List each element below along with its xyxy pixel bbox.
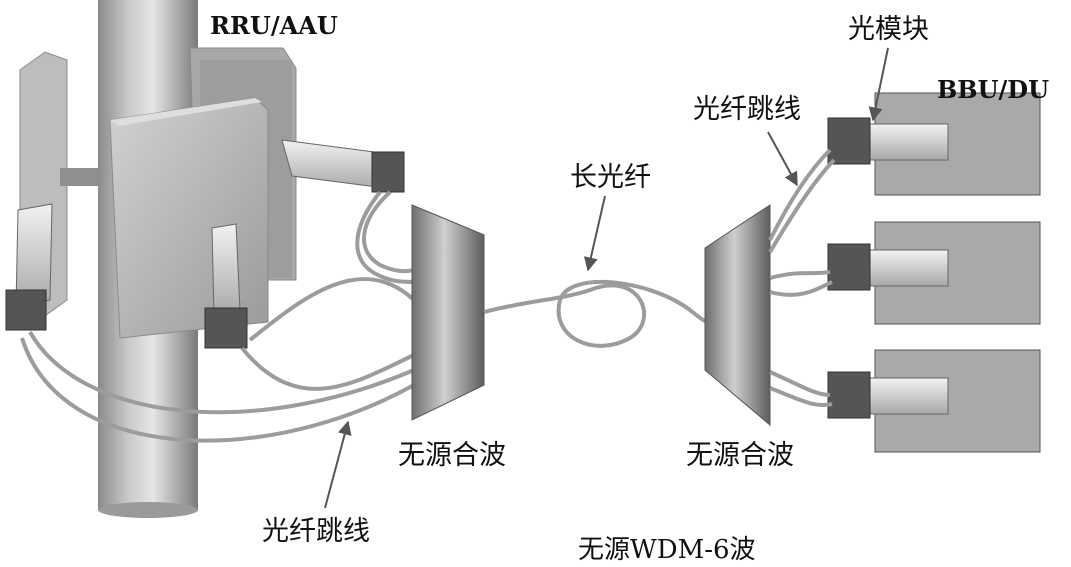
optical-module-rru-top [281, 139, 405, 193]
antenna-panel-front [109, 97, 269, 339]
optical-module-bbu-2 [827, 243, 949, 291]
label-optical-module: 光模块 [848, 14, 929, 45]
arrow-patch-cord-right [767, 131, 798, 187]
optical-module-rru-middle [204, 223, 248, 349]
label-long-fiber: 长光纤 [570, 162, 651, 193]
arrow-optical-module [868, 47, 889, 122]
label-mux-left: 无源合波 [398, 440, 506, 471]
diagram-caption: 无源WDM-6波 [578, 535, 756, 565]
arrow-long-fiber [583, 195, 606, 272]
optical-module-bbu-1 [827, 117, 949, 165]
passive-mux-left [411, 204, 485, 421]
label-mux-right: 无源合波 [686, 440, 794, 471]
patch-cords-right [768, 148, 836, 407]
passive-mux-right [704, 204, 771, 427]
long-fiber [483, 279, 709, 348]
label-patch-cord-right: 光纤跳线 [693, 94, 801, 125]
arrow-patch-cord-left [324, 420, 352, 509]
label-bbu-du: BBU/DU [937, 75, 1049, 104]
label-rru-aau: RRU/AAU [210, 11, 338, 40]
patch-cords-left [20, 190, 416, 443]
optical-module-rru-left [5, 203, 53, 331]
optical-module-bbu-3 [827, 371, 949, 419]
label-patch-cord-left: 光纤跳线 [262, 516, 370, 547]
